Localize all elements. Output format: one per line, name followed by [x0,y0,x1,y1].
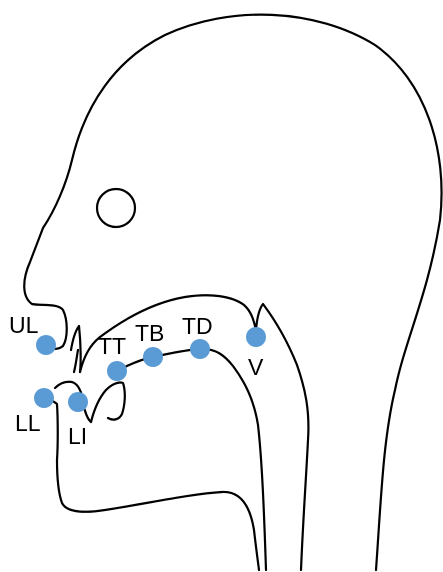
td-sensor-label: TD [182,313,213,339]
tt-sensor-label: TT [98,333,126,359]
v-sensor-label: V [248,354,264,380]
tb-sensor-dot [143,347,163,367]
tb-sensor-label: TB [135,320,164,346]
head-outline [24,15,441,570]
li-sensor-label: LI [68,423,87,449]
upper-incisor-outline [71,326,81,372]
td-sensor-dot [190,339,210,359]
ul-sensor-dot [36,335,56,355]
v-sensor-dot [246,327,266,347]
tongue-outline [91,349,266,570]
eye-outline [97,189,135,227]
li-sensor-dot [68,392,88,412]
ul-sensor-label: UL [9,312,39,338]
ll-sensor-dot [34,388,54,408]
tt-sensor-dot [107,361,127,381]
lower-lip-chin-outline [42,392,259,570]
ll-sensor-label: LL [15,410,41,436]
